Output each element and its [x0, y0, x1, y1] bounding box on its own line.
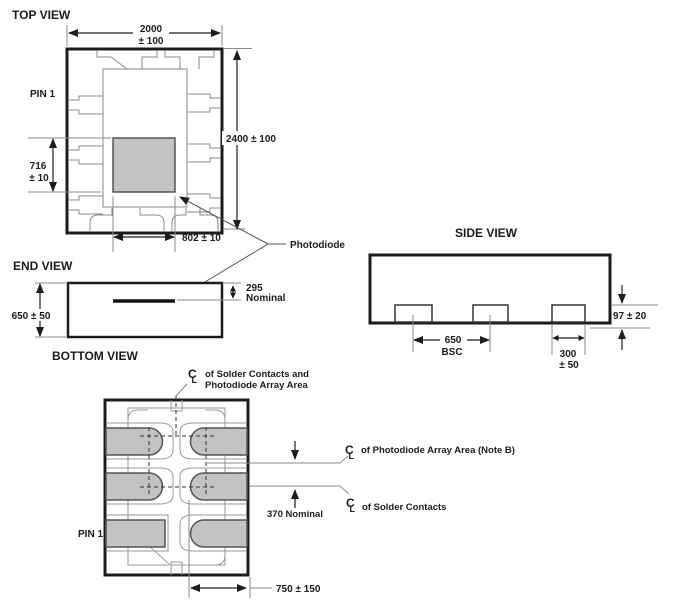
top-view-dimension-lines	[49, 29, 241, 241]
dim-offset: 370 Nominal	[267, 509, 323, 520]
bottom-view-pin1-contact	[105, 519, 166, 548]
dim-pd-offset-unit: Nominal	[246, 293, 286, 304]
dim-top-width-tol: ± 100	[139, 36, 164, 47]
centerline-solder-label: of Solder Contacts	[362, 502, 446, 513]
bottom-view-dimension-lines	[190, 441, 299, 592]
photodiode-label: Photodiode	[290, 240, 345, 251]
dim-pd-offset-value: 295	[246, 283, 263, 294]
svg-text:L: L	[350, 504, 356, 514]
centerline-combined-label-2: Photodiode Array Area	[205, 380, 308, 391]
bottom-view-title: BOTTOM VIEW	[52, 349, 138, 363]
dim-contact-width-value: 300	[560, 349, 577, 360]
dim-pitch-unit: BSC	[441, 347, 462, 358]
bottom-view-centerlines	[140, 396, 215, 496]
dim-end-height: 650 ± 50	[12, 311, 51, 322]
dim-text-mask	[440, 334, 467, 346]
dim-text-mask	[7, 309, 56, 321]
dim-pd-height-value: 716	[30, 161, 47, 172]
centerline-photodiode-label: of Photodiode Array Area (Note B)	[361, 445, 515, 456]
centerline-icon: C L	[188, 367, 198, 385]
top-view: TOP VIEW 2000 ± 100 2400 ± 100 716 ± 10 …	[12, 8, 278, 252]
bottom-view-solder-contacts	[105, 427, 248, 548]
side-view-contacts	[394, 304, 586, 323]
dim-contact-width-tol: ± 50	[559, 360, 579, 371]
centerline-icon: C L	[345, 443, 355, 461]
dim-top-width-value: 2000	[140, 24, 163, 35]
bottom-view-pin1-label: PIN 1	[78, 529, 103, 540]
top-view-pin1-label: PIN 1	[30, 89, 55, 100]
bottom-view-reference-lines	[175, 383, 350, 598]
dim-text-mask	[222, 131, 278, 145]
dim-pitch-value: 650	[445, 335, 462, 346]
svg-text:C: C	[346, 496, 355, 510]
dim-text-mask	[133, 23, 169, 46]
top-view-extension-lines	[28, 25, 252, 252]
end-view-title: END VIEW	[13, 259, 73, 273]
end-view-package-body	[66, 281, 224, 339]
dim-pd-width: 802 ± 10	[182, 233, 221, 244]
dim-top-height: 2400 ± 100	[226, 134, 276, 145]
side-view-extension-lines	[412, 304, 658, 355]
svg-text:C: C	[188, 367, 197, 381]
top-view-title: TOP VIEW	[12, 8, 71, 22]
bottom-view-land-outlines	[106, 400, 247, 575]
dim-bottom-width: 750 ± 150	[276, 584, 321, 595]
side-view-title: SIDE VIEW	[455, 226, 518, 240]
svg-text:L: L	[192, 375, 198, 385]
centerline-combined-label-1: of Solder Contacts and	[205, 369, 309, 380]
svg-text:L: L	[349, 451, 355, 461]
centerline-icon: C L	[346, 496, 356, 514]
dim-contact-height: 97 ± 20	[613, 311, 647, 322]
bottom-view: BOTTOM VIEW C L of Solder Contacts and P…	[52, 349, 515, 598]
top-view-photodiode-area	[112, 137, 176, 193]
svg-text:C: C	[345, 443, 354, 457]
dim-pd-height-tol: ± 10	[29, 173, 49, 184]
end-view: END VIEW 650 ± 50 295 Nominal	[7, 259, 286, 339]
side-view: SIDE VIEW 650 BSC 300 ± 50 97 ± 20	[368, 226, 658, 371]
top-view-leads	[68, 50, 221, 232]
